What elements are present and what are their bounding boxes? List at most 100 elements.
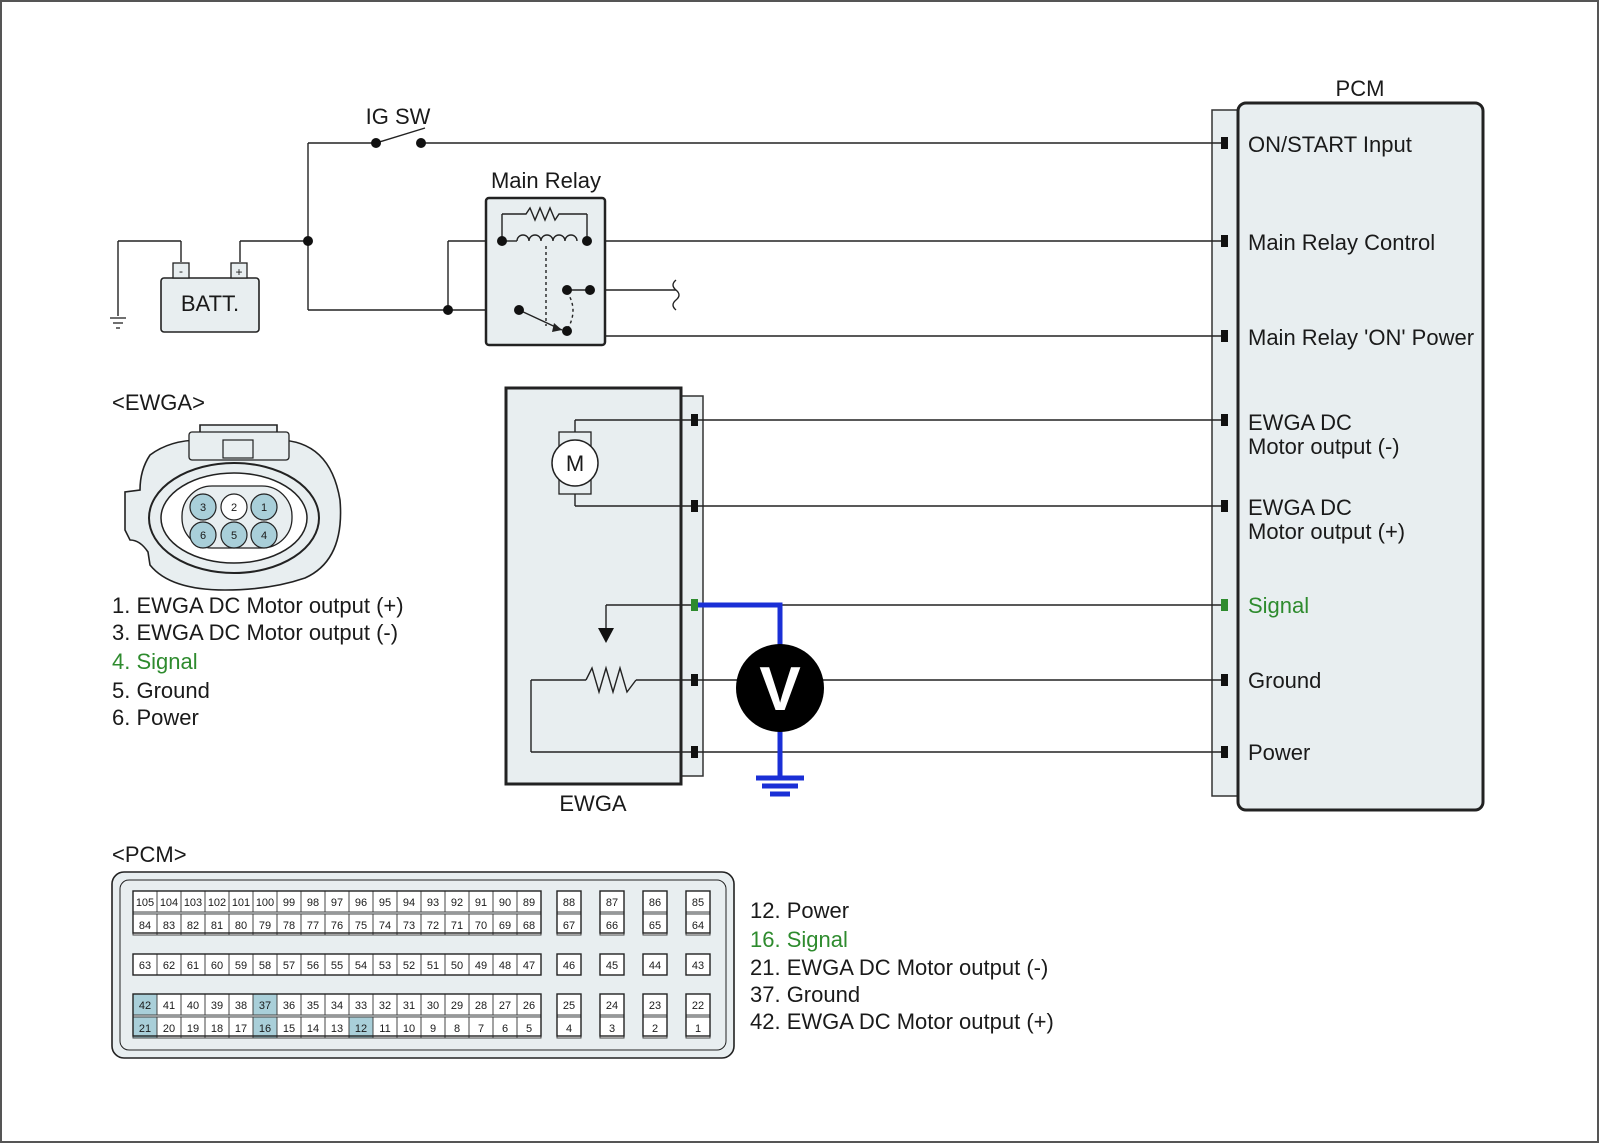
pcm-pin-label-53: 53	[379, 960, 391, 972]
pcm-pin-label-89: 89	[523, 897, 535, 909]
ewga-pin-label-5: 5	[231, 530, 237, 542]
pcm-pin-label-88: 88	[563, 897, 575, 909]
motor-icon	[551, 439, 599, 487]
pcm-pin-label-4: 4	[566, 1023, 572, 1035]
pcm-pin-label-29: 29	[451, 1000, 463, 1012]
battery-minus-label: -	[179, 264, 183, 278]
pcm-pin-label-27: 27	[499, 1000, 511, 1012]
pcm-pin-label-100: 100	[256, 897, 274, 909]
pcm-legend-21: 21. EWGA DC Motor output (-)	[750, 955, 1048, 980]
pcm-pin-label-93: 93	[427, 897, 439, 909]
pcm-pin-label-32: 32	[379, 1000, 391, 1012]
pcm-legend-12: 12. Power	[750, 898, 849, 923]
pcm-pin-label-56: 56	[307, 960, 319, 972]
ewga-pin-label-3: 3	[200, 502, 206, 514]
pcm-pin-label-24: 24	[606, 1000, 618, 1012]
ewga-connector-latch-tab	[222, 439, 254, 459]
pcm-pin-label-28: 28	[475, 1000, 487, 1012]
probe-wires	[697, 602, 804, 797]
pcm-pin-label-75: 75	[355, 920, 367, 932]
pcm-pin-label-72: 72	[427, 920, 439, 932]
ewga-body	[504, 386, 683, 786]
pcm-label-motor-minus-1: EWGA DC	[1248, 410, 1352, 435]
pcm-pin-label-52: 52	[403, 960, 415, 972]
pcm-pin-label-16: 16	[259, 1023, 271, 1035]
ewga-legend-1: 1. EWGA DC Motor output (+)	[112, 593, 404, 618]
relay-resistor	[502, 206, 587, 222]
pcm-pin-label-46: 46	[563, 960, 575, 972]
battery-plus-label: +	[235, 265, 242, 279]
pcm-pin-label-18: 18	[211, 1023, 223, 1035]
pcm-pin-label-51: 51	[427, 960, 439, 972]
pcm-pin-label-90: 90	[499, 897, 511, 909]
probe-wire-positive	[697, 602, 783, 648]
pcm-pin-label-17: 17	[235, 1023, 247, 1035]
pcm-pin-label-73: 73	[403, 920, 415, 932]
ewga-legend-6: 6. Power	[112, 705, 199, 730]
pcm-pin-label-83: 83	[163, 920, 175, 932]
pcm-pin-label-99: 99	[283, 897, 295, 909]
motor: M	[551, 431, 599, 495]
junction-dots	[303, 138, 595, 336]
pcm-pin-label-13: 13	[331, 1023, 343, 1035]
pcm-pin-label-49: 49	[475, 960, 487, 972]
pcm-pin-label-70: 70	[475, 920, 487, 932]
battery-ground-icon	[110, 317, 126, 329]
voltmeter: V	[736, 644, 824, 732]
battery: - + BATT.	[110, 262, 260, 333]
pcm-pin-label-43: 43	[692, 960, 704, 972]
pcm-pin-label-7: 7	[478, 1023, 484, 1035]
pcm-pin-label-37: 37	[259, 1000, 271, 1012]
ig-switch-lever	[375, 127, 426, 144]
ewga-pin-4	[250, 521, 278, 549]
pcm-pin-label-61: 61	[187, 960, 199, 972]
pcm-pin-label-55: 55	[331, 960, 343, 972]
pcm-label-motor-plus-1: EWGA DC	[1248, 495, 1352, 520]
pcm-pin-label-34: 34	[331, 1000, 343, 1012]
ewga-module: EWGA	[504, 386, 704, 816]
pcm-terminal-labels: ON/START Input Main Relay Control Main R…	[1248, 132, 1474, 765]
pcm-terminals	[1221, 137, 1228, 758]
ewga-pin-label-4: 4	[261, 530, 267, 542]
pcm-pin-label-94: 94	[403, 897, 415, 909]
pcm-pin-label-25: 25	[563, 1000, 575, 1012]
ewga-legend-3: 3. EWGA DC Motor output (-)	[112, 620, 398, 645]
pcm-pin-label-39: 39	[211, 1000, 223, 1012]
main-relay: Main Relay	[484, 168, 607, 347]
pcm-pin-label-71: 71	[451, 920, 463, 932]
pcm-pin-label-8: 8	[454, 1023, 460, 1035]
pcm-pin-label-58: 58	[259, 960, 271, 972]
pcm-pin-label-42: 42	[139, 1000, 151, 1012]
pcm-pin-label-10: 10	[403, 1023, 415, 1035]
pcm-pin-label-105: 105	[136, 897, 154, 909]
ewga-pin-label-6: 6	[200, 530, 206, 542]
pcm-pin-label-57: 57	[283, 960, 295, 972]
pcm-pin-label-36: 36	[283, 1000, 295, 1012]
pcm-pin-label-104: 104	[160, 897, 178, 909]
pcm-pin-label-12: 12	[355, 1023, 367, 1035]
pcm-pin-label-80: 80	[235, 920, 247, 932]
pcm-pin-label-95: 95	[379, 897, 391, 909]
pcm-pin-label-74: 74	[379, 920, 391, 932]
pcm-pin-label-41: 41	[163, 1000, 175, 1012]
pcm-pin-label-54: 54	[355, 960, 367, 972]
pcm-pin-label-33: 33	[355, 1000, 367, 1012]
pcm-pin-label-38: 38	[235, 1000, 247, 1012]
pcm-label-ground: Ground	[1248, 668, 1321, 693]
pcm-label-power: Power	[1248, 740, 1310, 765]
ewga-connector-strip	[680, 395, 704, 777]
pcm-pin-label-62: 62	[163, 960, 175, 972]
ewga-connector-title: <EWGA>	[112, 390, 205, 415]
pcm-pin-label-98: 98	[307, 897, 319, 909]
pcm-pin-label-35: 35	[307, 1000, 319, 1012]
pcm-label-motor-minus-2: Motor output (-)	[1248, 434, 1400, 459]
pcm-pin-label-76: 76	[331, 920, 343, 932]
pcm-title: PCM	[1336, 76, 1385, 101]
pcm-label-relay-on-power: Main Relay 'ON' Power	[1248, 325, 1474, 350]
pcm-pin-label-77: 77	[307, 920, 319, 932]
pcm-pin-label-47: 47	[523, 960, 535, 972]
pcm-legend-16: 16. Signal	[750, 927, 848, 952]
pcm-pin-label-3: 3	[609, 1023, 615, 1035]
